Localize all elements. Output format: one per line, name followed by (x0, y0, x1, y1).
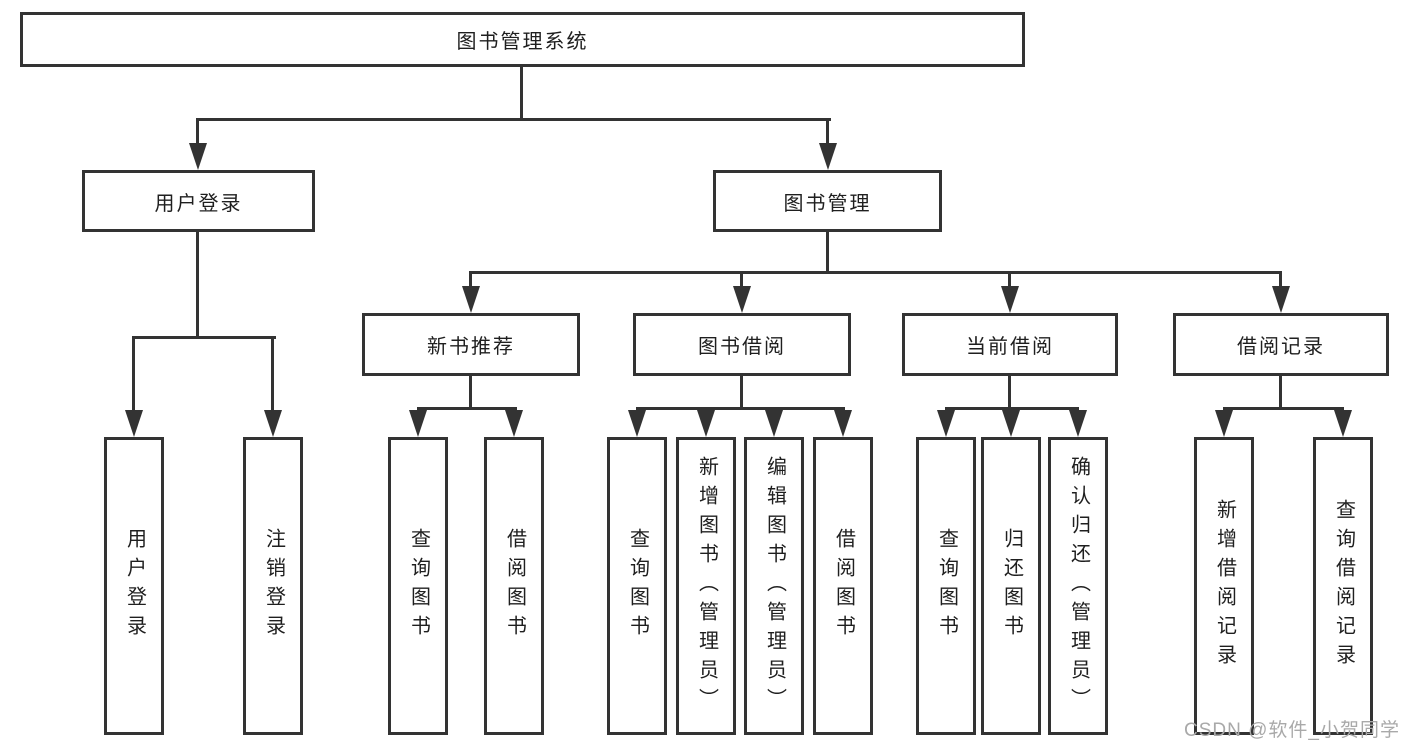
node-book-management: 图书管理 (713, 170, 942, 232)
connector-leaf-user-login-shaft (132, 336, 135, 414)
node-leaf-user-login-label: 用户登录 (123, 528, 146, 644)
connector-book-management-stem (826, 231, 829, 274)
node-borrow-records: 借阅记录 (1173, 313, 1389, 376)
connector-level3-branch (470, 271, 1282, 274)
node-leaf-logout-label: 注销登录 (262, 528, 285, 644)
arrowhead-user-login (189, 143, 207, 170)
connector-leaf-logout-shaft (271, 336, 274, 414)
arrowhead-query-books-recommend (409, 410, 427, 437)
node-leaf-add-borrow-record: 新增借阅记录 (1194, 437, 1254, 735)
node-leaf-confirm-return-admin: 确认归还（管理员） (1048, 437, 1108, 735)
connector-user-login-branch (132, 336, 276, 339)
node-leaf-add-books-admin-label: 新增图书（管理员） (695, 455, 718, 717)
arrowhead-query-books-borrow (628, 410, 646, 437)
arrowhead-query-borrow-record (1334, 410, 1352, 437)
connector-borrow-branch (636, 407, 845, 410)
node-leaf-logout: 注销登录 (243, 437, 303, 735)
connector-current-stem (1008, 375, 1011, 410)
node-leaf-edit-books-admin: 编辑图书（管理员） (744, 437, 804, 735)
node-root-label: 图书管理系统 (456, 31, 589, 53)
connector-level2-branch (197, 118, 831, 121)
node-book-borrow: 图书借阅 (633, 313, 851, 376)
arrowhead-borrow-books-recommend (505, 410, 523, 437)
arrowhead-query-books-current (937, 410, 955, 437)
node-leaf-query-books-borrow-label: 查询图书 (626, 528, 649, 644)
node-leaf-borrow-books-recommend: 借阅图书 (484, 437, 544, 735)
arrowhead-current-borrow (1001, 286, 1019, 313)
node-leaf-add-borrow-record-label: 新增借阅记录 (1213, 499, 1236, 673)
node-borrow-records-label: 借阅记录 (1237, 336, 1325, 358)
connector-user-login-shaft (196, 118, 199, 148)
node-current-borrow: 当前借阅 (902, 313, 1118, 376)
arrowhead-borrow-records (1272, 286, 1290, 313)
arrowhead-book-management (819, 143, 837, 170)
node-leaf-query-books-recommend: 查询图书 (388, 437, 448, 735)
arrowhead-book-borrow (733, 286, 751, 313)
connector-borrow-stem (740, 375, 743, 410)
connector-book-borrow-shaft (740, 271, 743, 291)
node-leaf-return-books: 归还图书 (981, 437, 1041, 735)
node-leaf-edit-books-admin-label: 编辑图书（管理员） (763, 455, 786, 717)
node-book-borrow-label: 图书借阅 (698, 336, 786, 358)
connector-book-management-shaft (826, 118, 829, 148)
arrowhead-edit-books-admin (765, 410, 783, 437)
connector-recommend-branch (417, 407, 517, 410)
connector-user-login-stem (196, 231, 199, 339)
node-leaf-borrow-books: 借阅图书 (813, 437, 873, 735)
arrowhead-leaf-logout (264, 410, 282, 437)
node-user-login: 用户登录 (82, 170, 315, 232)
csdn-watermark: CSDN @软件_小贺同学 (1184, 720, 1400, 741)
connector-recommend-stem (469, 375, 472, 410)
arrowhead-new-book-recommend (462, 286, 480, 313)
node-leaf-query-books-borrow: 查询图书 (607, 437, 667, 735)
node-new-book-recommend-label: 新书推荐 (427, 336, 515, 358)
arrowhead-confirm-return-admin (1069, 410, 1087, 437)
node-user-login-label: 用户登录 (154, 192, 243, 215)
node-leaf-borrow-books-recommend-label: 借阅图书 (503, 528, 526, 644)
arrowhead-leaf-user-login (125, 410, 143, 437)
node-leaf-return-books-label: 归还图书 (1000, 528, 1023, 644)
connector-borrow-records-shaft (1279, 271, 1282, 291)
arrowhead-add-borrow-record (1215, 410, 1233, 437)
node-new-book-recommend: 新书推荐 (362, 313, 580, 376)
connector-current-borrow-shaft (1008, 271, 1011, 291)
node-leaf-confirm-return-admin-label: 确认归还（管理员） (1067, 455, 1090, 717)
connector-current-branch (945, 407, 1079, 410)
node-leaf-query-books-current-label: 查询图书 (935, 528, 958, 644)
arrowhead-return-books (1002, 410, 1020, 437)
node-leaf-user-login: 用户登录 (104, 437, 164, 735)
node-leaf-borrow-books-label: 借阅图书 (832, 528, 855, 644)
node-leaf-query-borrow-record: 查询借阅记录 (1313, 437, 1373, 735)
node-leaf-add-books-admin: 新增图书（管理员） (676, 437, 736, 735)
arrowhead-borrow-books (834, 410, 852, 437)
node-root: 图书管理系统 (20, 12, 1025, 67)
node-current-borrow-label: 当前借阅 (966, 336, 1054, 358)
node-leaf-query-books-recommend-label: 查询图书 (407, 528, 430, 644)
node-leaf-query-books-current: 查询图书 (916, 437, 976, 735)
connector-new-book-recommend-shaft (469, 271, 472, 291)
arrowhead-add-books-admin (697, 410, 715, 437)
connector-records-stem (1279, 375, 1282, 410)
connector-root-stem (520, 67, 523, 121)
node-leaf-query-borrow-record-label: 查询借阅记录 (1332, 499, 1355, 673)
connector-records-branch (1223, 407, 1344, 410)
node-book-management-label: 图书管理 (783, 192, 872, 215)
